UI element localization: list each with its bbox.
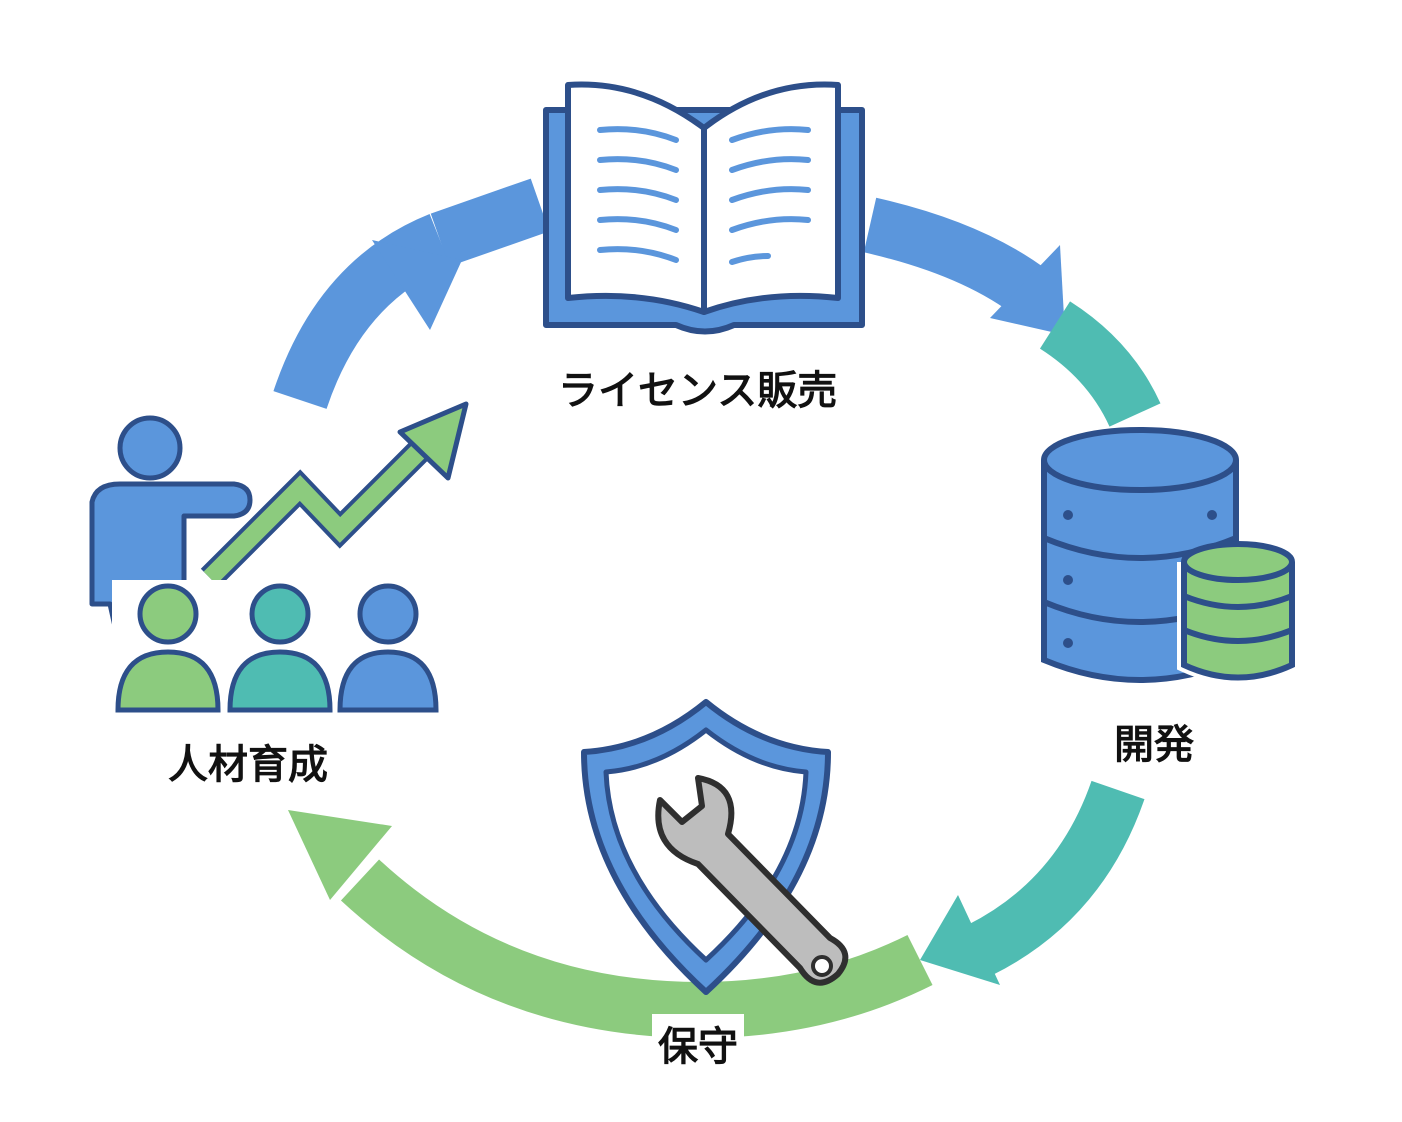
arrow-maintenance-to-training bbox=[288, 810, 933, 1039]
audience-icon bbox=[112, 580, 452, 716]
arrow-training-to-license bbox=[273, 178, 550, 410]
talent-development-label: 人材育成 bbox=[162, 732, 334, 790]
training-growth-icon bbox=[89, 401, 469, 716]
development-label: 開発 bbox=[1108, 712, 1200, 770]
open-book-icon bbox=[543, 81, 865, 335]
growth-arrow-icon bbox=[200, 401, 469, 588]
database-icon bbox=[1041, 427, 1239, 683]
arrow-license-to-development bbox=[863, 197, 1161, 428]
arrow-development-to-maintenance bbox=[920, 780, 1145, 985]
license-sales-label: ライセンス販売 bbox=[552, 358, 844, 416]
shield-wrench-icon bbox=[581, 699, 849, 995]
maintenance-label: 保守 bbox=[652, 1014, 744, 1072]
small-database-icon bbox=[1177, 541, 1299, 685]
wrench-icon bbox=[655, 775, 849, 986]
